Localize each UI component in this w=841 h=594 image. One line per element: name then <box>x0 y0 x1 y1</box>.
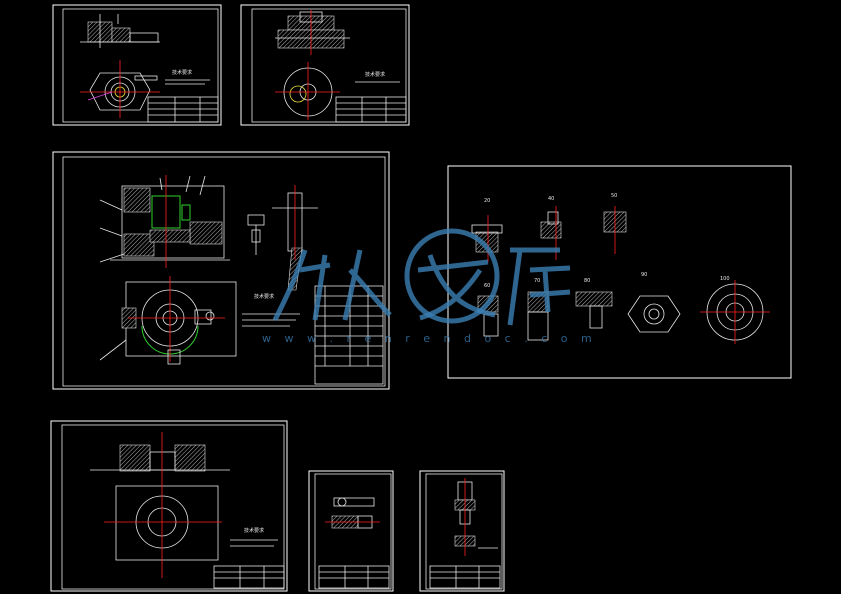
title-block <box>335 96 407 123</box>
title-block <box>213 565 285 589</box>
process-step: 80 <box>575 278 613 329</box>
part-top-view <box>275 62 340 120</box>
sheet-part-drawing-6[interactable] <box>308 470 394 592</box>
process-step: 20 <box>471 198 503 262</box>
step-number: 90 <box>641 272 647 278</box>
title-block <box>318 565 390 589</box>
part-top-view <box>104 480 222 578</box>
sheet-fixture-assembly[interactable]: 技术要求 <box>52 151 390 390</box>
step-number: 50 <box>611 193 617 199</box>
sheet-process-sketches[interactable]: 20 40 50 60 70 80 <box>447 165 792 379</box>
watermark-url: w w w . r e n r e n d o c . c o m <box>262 332 597 345</box>
technical-note: 技术要求 <box>254 293 274 300</box>
watermark-logo: w w w . r e n r e n d o c . c o m <box>262 228 597 345</box>
assembly-side-view <box>247 185 318 291</box>
step-number: 40 <box>548 196 554 202</box>
part-view <box>454 478 498 556</box>
sheet-part-drawing-2[interactable]: 技术要求 <box>240 4 410 126</box>
step-number: 100 <box>720 276 730 282</box>
technical-note: 技术要求 <box>172 69 192 76</box>
step-number: 70 <box>534 278 540 284</box>
step-number: 60 <box>484 283 490 289</box>
process-step: 50 <box>603 193 627 254</box>
sheet-part-drawing-1[interactable]: 技术要求 <box>52 4 222 126</box>
sheet-part-drawing-5[interactable]: 技术要求 <box>50 420 288 592</box>
process-step: 40 <box>540 196 562 260</box>
part-top-view <box>80 60 160 118</box>
title-block <box>429 565 501 589</box>
title-block <box>147 96 219 123</box>
step-number: 80 <box>584 278 590 284</box>
process-step: 100 <box>700 276 770 344</box>
sheet-part-drawing-7[interactable] <box>419 470 505 592</box>
process-step: 90 <box>627 272 681 333</box>
part-section-view <box>90 432 230 480</box>
part-view <box>325 497 380 529</box>
technical-note: 技术要求 <box>365 71 385 78</box>
part-section-view <box>275 10 350 55</box>
step-number: 20 <box>484 198 490 204</box>
part-section-view <box>80 14 160 48</box>
assembly-front-view <box>99 175 230 268</box>
assembly-top-view <box>99 276 237 365</box>
technical-note: 技术要求 <box>244 527 264 534</box>
